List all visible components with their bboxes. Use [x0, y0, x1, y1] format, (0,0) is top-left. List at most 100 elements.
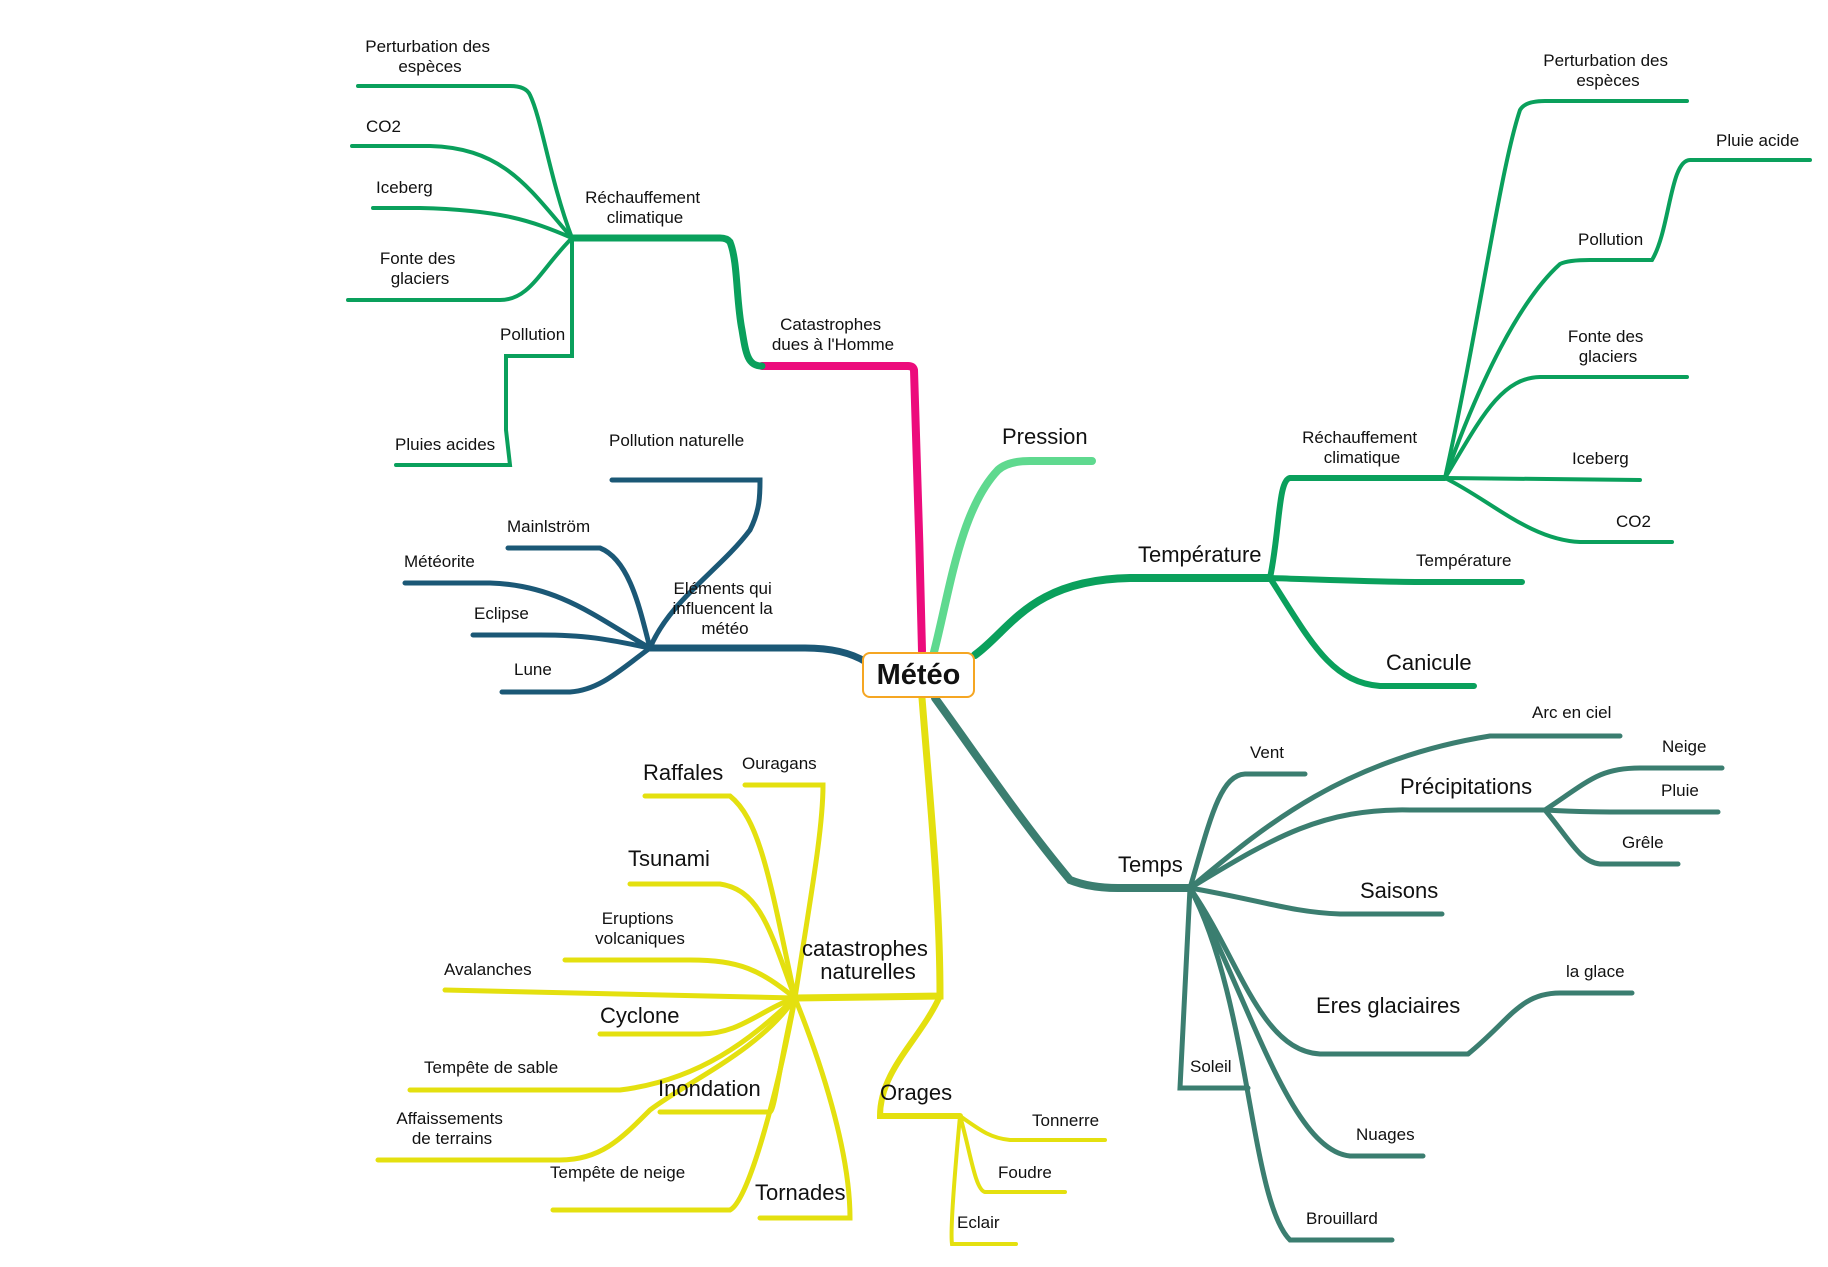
leaf-tornades: Tornades [755, 1180, 846, 1205]
warming-right-label: Réchauffement climatique [1302, 428, 1422, 467]
edge-precipitations [1187, 807, 1548, 891]
edge-meteorite [402, 580, 653, 651]
edge-r-pollution [1443, 258, 1654, 480]
edge-r-pluie-acide [1650, 158, 1812, 262]
edge-eclipse [470, 632, 653, 651]
branch-natural [375, 694, 1107, 1246]
leaf-avalanches: Avalanches [444, 960, 532, 979]
center-node-label: Météo [876, 658, 961, 691]
leaf-eruptions: Eruptions volcaniques [595, 909, 685, 948]
leaf-pluies-acides: Pluies acides [395, 435, 495, 454]
orages-leaves [949, 1114, 1107, 1246]
edge-co2 [350, 144, 574, 240]
leaf-co2-right: CO2 [1616, 512, 1651, 531]
temps-leaves [1177, 733, 1725, 1243]
leaf-tempete-sable: Tempête de sable [424, 1058, 558, 1077]
edge-tempete-sable [407, 995, 798, 1093]
edge-lune [499, 645, 653, 695]
edge-raffales [642, 793, 798, 1001]
leaf-fonte-right: Fonte des glaciers [1568, 327, 1648, 366]
branch-influences [402, 477, 870, 695]
edge-center-natural [791, 694, 944, 1002]
leaf-tempete-neige: Tempête de neige [550, 1163, 685, 1182]
edge-nuages [1187, 885, 1426, 1159]
leaf-la-glace: la glace [1566, 962, 1625, 981]
leaf-inondation: Inondation [658, 1076, 761, 1101]
edge-r-perturbation [1443, 99, 1689, 480]
edge-eres [1187, 885, 1471, 1057]
edge-avalanches [442, 987, 798, 1001]
edge-ouragans [742, 782, 826, 1001]
edge-center-human [758, 362, 926, 655]
influences-label: Eléments qui influencent la météo [673, 579, 778, 638]
edge-temperature-temperature [1267, 575, 1525, 585]
edge-vent [1187, 771, 1308, 891]
edge-eruptions [562, 957, 798, 1001]
leaf-pollution-naturelle: Pollution naturelle [609, 431, 744, 450]
natural-label: catastrophes naturelles [802, 936, 934, 984]
edge-center-temps [931, 694, 1194, 892]
leaf-foudre: Foudre [998, 1163, 1052, 1182]
edge-pollution [394, 236, 574, 467]
leaf-soleil: Soleil [1190, 1057, 1232, 1076]
leaf-eres-glaciaires: Eres glaciaires [1316, 993, 1460, 1018]
edge-tsunami [627, 881, 798, 1001]
edge-temperature-canicule [1267, 575, 1477, 689]
orages-label: Orages [880, 1080, 952, 1105]
leaf-affaissements: Affaissements de terrains [396, 1109, 507, 1148]
edge-fonte [346, 236, 574, 302]
leaf-pluie-acide: Pluie acide [1716, 131, 1799, 150]
leaf-temperature: Température [1416, 551, 1511, 570]
edge-pluie [1542, 807, 1721, 815]
leaf-ouragans: Ouragans [742, 754, 817, 773]
edge-brouillard [1187, 885, 1395, 1243]
leaf-mainlstrom: Mainlström [507, 517, 590, 536]
leaf-perturbation-right: Perturbation des espèces [1543, 51, 1672, 90]
center-node-meteo[interactable]: Météo [862, 652, 975, 698]
edge-tonnerre [958, 1114, 1107, 1142]
leaf-nuages: Nuages [1356, 1125, 1415, 1144]
natural-leaves [375, 782, 853, 1221]
edge-glace [1465, 990, 1635, 1057]
edge-grele [1542, 807, 1681, 867]
warming-left-leaves [346, 84, 574, 467]
edge-iceberg [371, 206, 574, 240]
edge-affaissements [375, 995, 798, 1163]
edge-r-iceberg [1443, 476, 1642, 482]
edge-saisons [1187, 885, 1445, 917]
pression-label: Pression [1002, 424, 1088, 449]
edge-perturbation [356, 84, 574, 240]
human-catastrophes-label: Catastrophes dues à l'Homme [772, 315, 894, 354]
edge-arc [1187, 733, 1623, 891]
edge-soleil [1177, 885, 1251, 1091]
edge-center-influences [646, 644, 870, 666]
leaf-tsunami: Tsunami [628, 846, 710, 871]
leaf-brouillard: Brouillard [1306, 1209, 1378, 1228]
leaf-vent: Vent [1250, 743, 1284, 762]
leaf-fonte-left: Fonte des glaciers [380, 249, 460, 288]
leaf-neige: Neige [1662, 737, 1706, 756]
edge-neige [1542, 765, 1725, 813]
leaf-pollution-right: Pollution [1578, 230, 1643, 249]
branch-temps [931, 694, 1725, 1243]
edge-r-fonte [1443, 375, 1689, 480]
leaf-raffales: Raffales [643, 760, 723, 785]
leaf-grele: Grêle [1622, 833, 1664, 852]
leaf-saisons: Saisons [1360, 878, 1438, 903]
edge-pollution-naturelle [609, 477, 763, 651]
edge-center-temperature [971, 574, 1274, 659]
edge-temperature-warming [1267, 475, 1448, 581]
edge-human-warming [568, 234, 766, 370]
edge-center-orages [876, 993, 963, 1119]
leaf-co2-left: CO2 [366, 117, 401, 136]
leaf-cyclone: Cyclone [600, 1003, 679, 1028]
edge-eclair [949, 1114, 1018, 1246]
leaf-pollution-left: Pollution [500, 325, 565, 344]
edge-tempete-neige [550, 995, 798, 1213]
warming-left-label: Réchauffement climatique [585, 188, 705, 227]
branch-human-catastrophes [346, 84, 926, 655]
edge-pression [930, 457, 1096, 656]
edge-tornades [757, 995, 853, 1221]
leaf-lune: Lune [514, 660, 552, 679]
